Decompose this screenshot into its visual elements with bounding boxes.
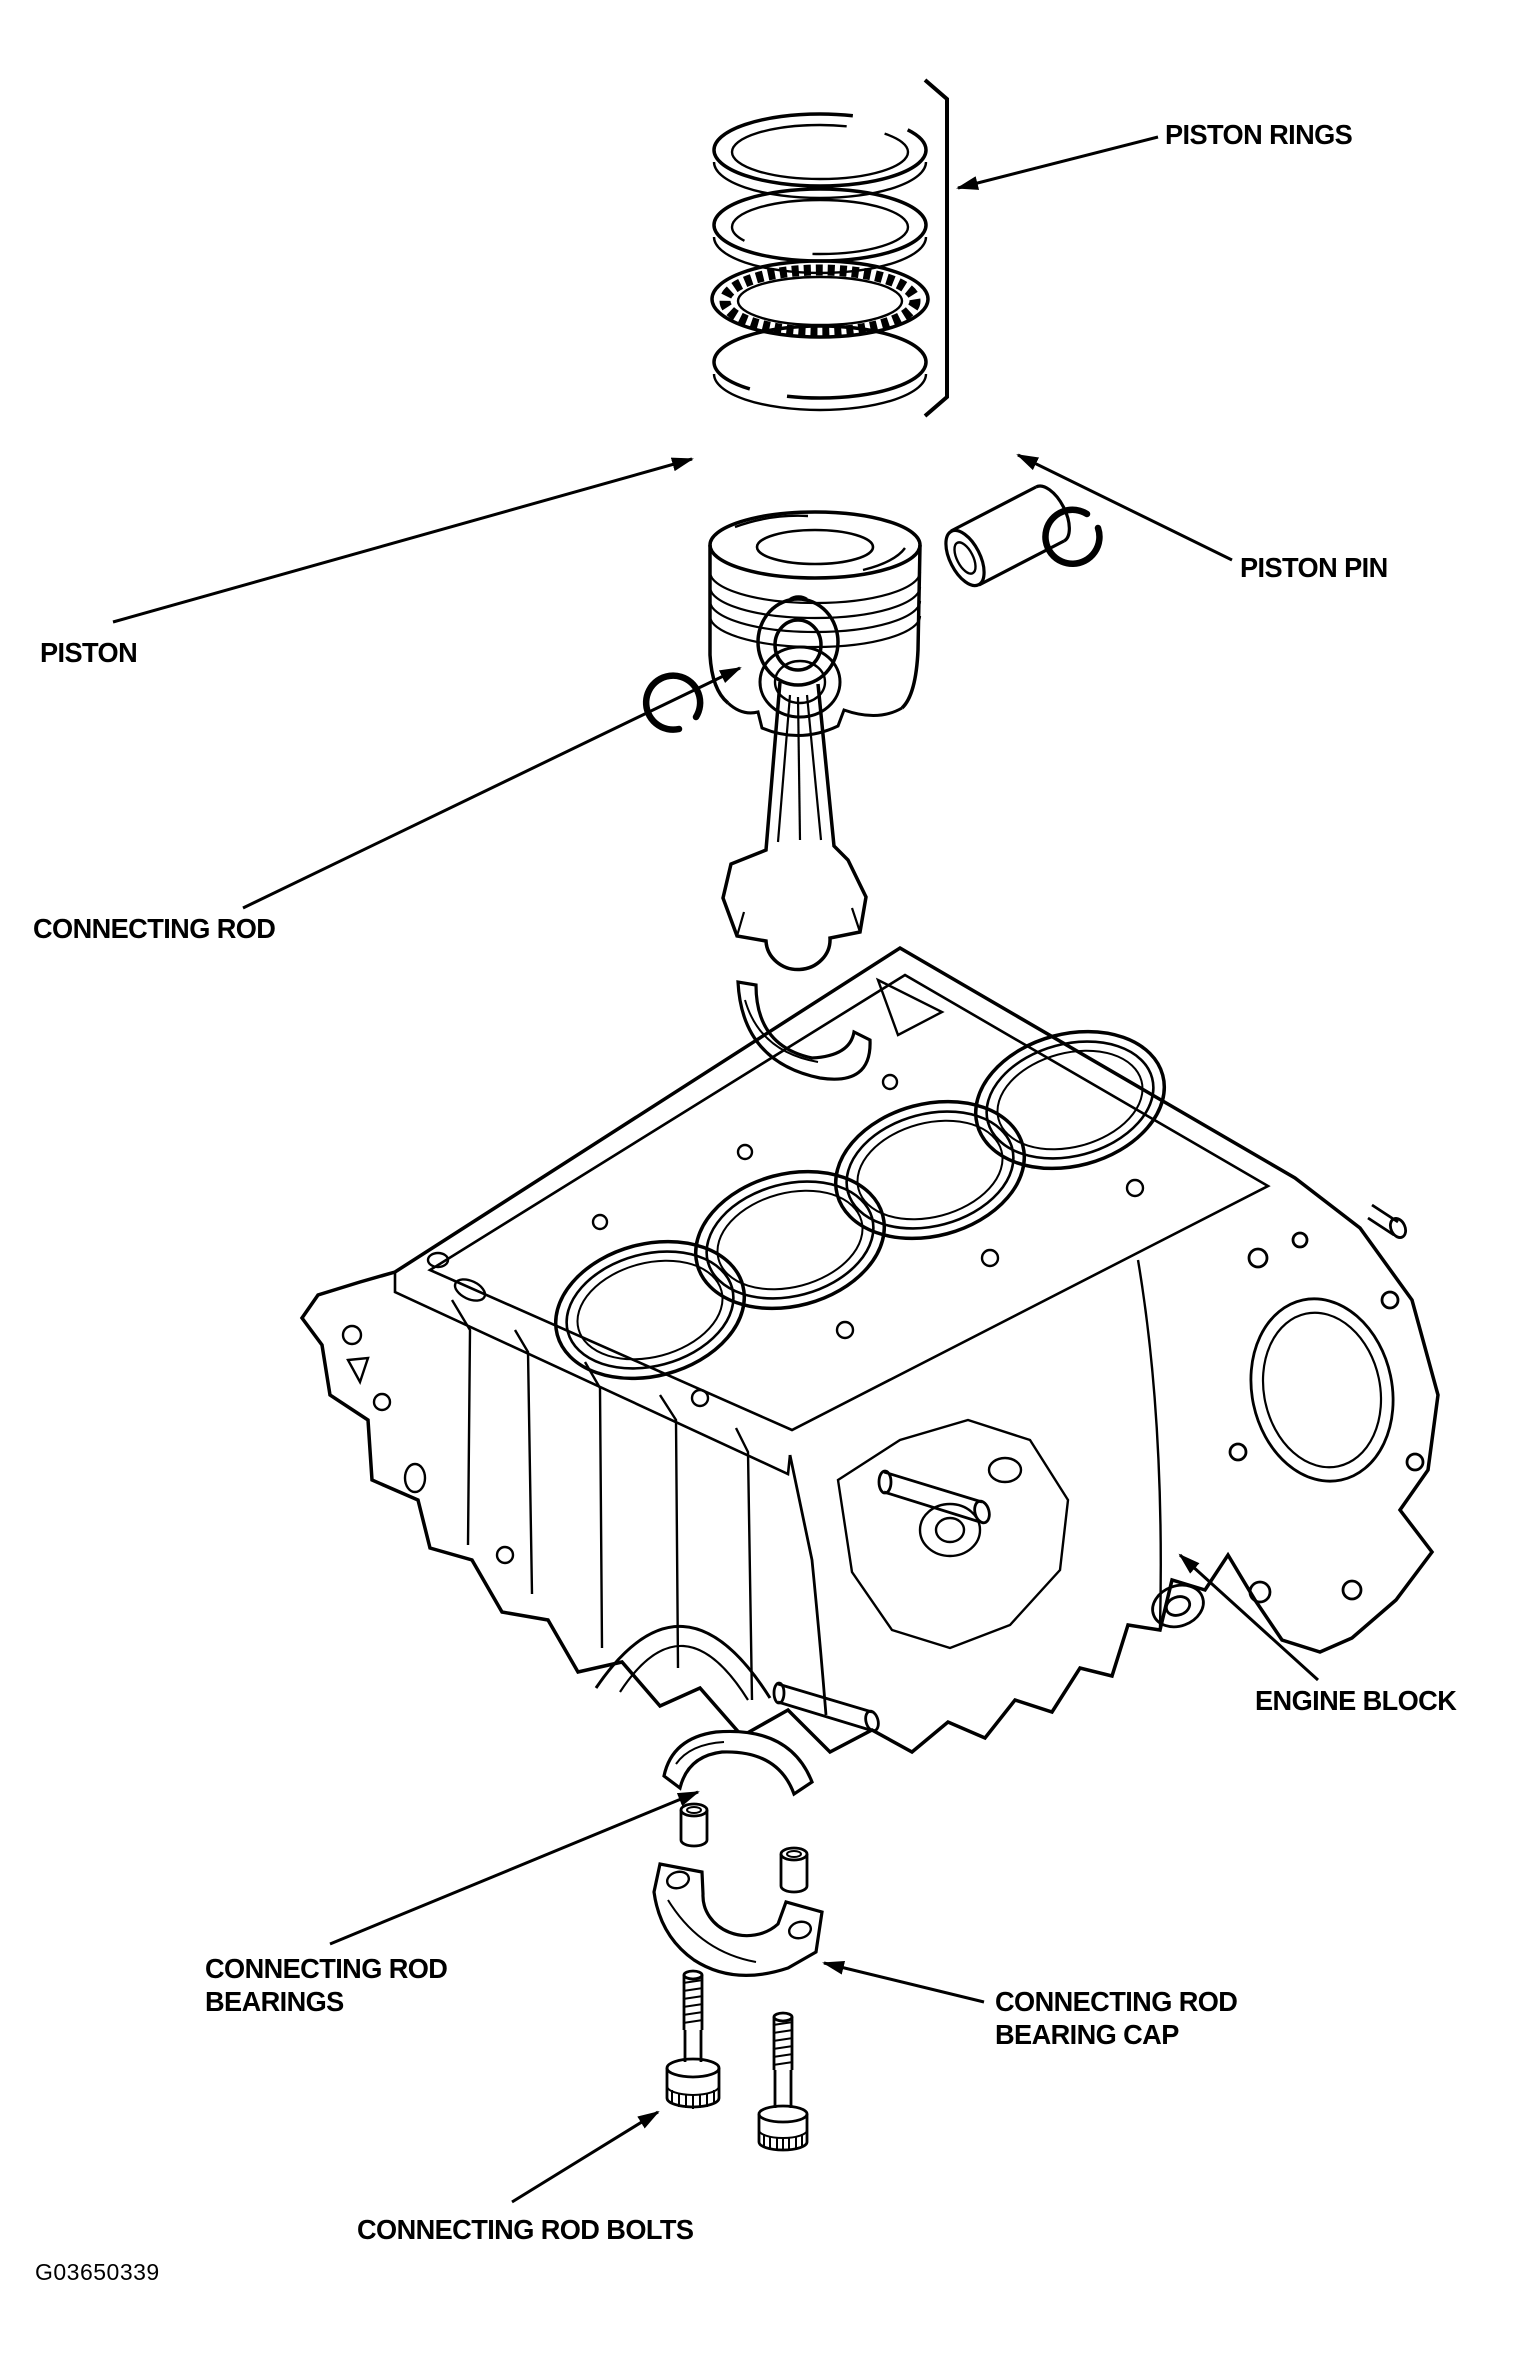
piston-rings-bracket [923, 78, 949, 418]
circlip-right-drawing [1042, 506, 1103, 567]
piston-drawing [708, 510, 922, 738]
rod-bolt-right-drawing [757, 2011, 809, 2152]
piston-rings-drawing [710, 112, 930, 412]
rod-bearing-lower-drawing [662, 1729, 814, 1797]
connecting-rod-drawing [721, 595, 868, 972]
rod-bearing-upper-drawing [736, 980, 872, 1081]
connecting-rod-label: CONNECTING ROD [33, 913, 276, 944]
bearing-cap-leader-arrow [822, 1960, 985, 2004]
piston-leader-arrow [112, 457, 694, 624]
engine-block-drawing [299, 945, 1440, 1755]
connecting-rod-bearings-label: CONNECTING ROD BEARINGS [205, 1952, 448, 2018]
connecting-rod-bearing-cap-label: CONNECTING ROD BEARING CAP [995, 1985, 1238, 2051]
connecting-rod-bolts-label: CONNECTING ROD BOLTS [357, 2214, 694, 2245]
bolts-leader-arrow [511, 2110, 660, 2204]
connecting-rod-bearing-cap-label-line2: BEARING CAP [995, 2019, 1179, 2050]
piston-label: PISTON [40, 637, 138, 668]
connecting-rod-bearings-label-line1: CONNECTING ROD [205, 1953, 448, 1984]
connecting-rod-bearings-label-line2: BEARINGS [205, 1986, 344, 2017]
engine-block-label: ENGINE BLOCK [1255, 1685, 1457, 1716]
dowel-pins-drawing [679, 1802, 809, 1894]
piston-pin-label: PISTON PIN [1240, 552, 1388, 583]
piston-pin-drawing [944, 484, 1071, 588]
bearing-cap-drawing [652, 1862, 824, 1977]
bearings-leader-arrow [329, 1790, 700, 1946]
rod-bolt-left-drawing [665, 1969, 721, 2109]
piston-pin-leader-arrow [1016, 453, 1233, 562]
connecting-rod-leader-arrow [242, 666, 742, 910]
engine-block-leader-arrow [1178, 1553, 1320, 1682]
circlip-left-drawing [642, 672, 704, 733]
connecting-rod-bearing-cap-label-line1: CONNECTING ROD [995, 1986, 1238, 2017]
figure-code: G03650339 [35, 2259, 160, 2285]
piston-rings-leader-arrow [956, 135, 1159, 190]
piston-rings-label: PISTON RINGS [1165, 119, 1353, 150]
